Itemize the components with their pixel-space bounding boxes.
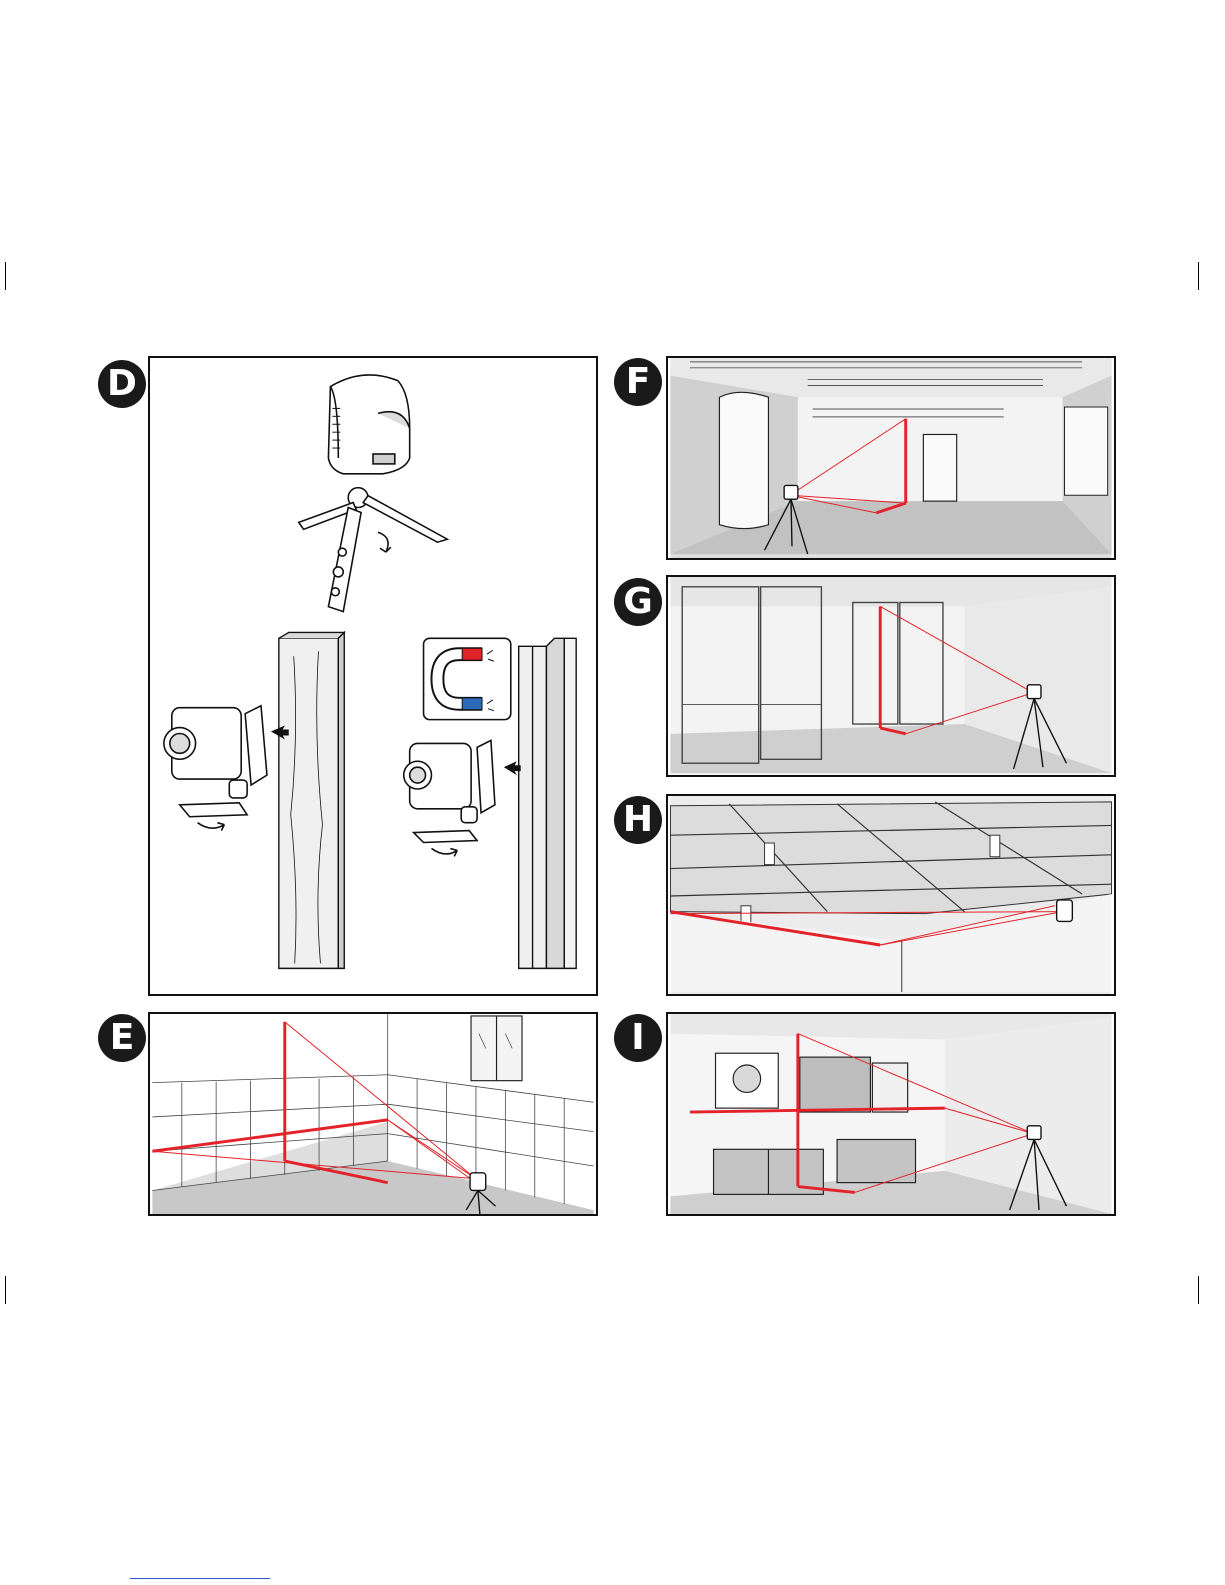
figure-e-illustration — [150, 1014, 596, 1214]
figure-label-f: F — [614, 358, 662, 406]
figure-h-illustration — [668, 796, 1114, 994]
figure-g-partition-walls — [666, 575, 1116, 777]
figure-label-g: G — [614, 578, 662, 626]
footer-link-underline[interactable] — [130, 1578, 270, 1579]
metal-profile — [519, 638, 576, 968]
laser-level-device — [328, 375, 409, 474]
figure-e-tiled-room — [148, 1012, 598, 1216]
upper-cabinets — [800, 1057, 908, 1112]
figure-i-illustration — [668, 1014, 1114, 1214]
door — [923, 434, 956, 501]
figure-label-d: D — [98, 360, 146, 408]
figure-label-e: E — [98, 1014, 146, 1062]
figure-g-illustration — [668, 577, 1114, 775]
figure-label-h: H — [614, 796, 662, 844]
crop-mark-right-bottom — [1198, 1276, 1199, 1304]
crop-mark-left-top — [5, 262, 6, 290]
laser-on-bracket-right — [404, 740, 495, 856]
figure-f-illustration — [668, 358, 1114, 558]
figure-h-suspended-ceiling — [666, 794, 1116, 996]
figure-d-illustration — [150, 358, 596, 994]
wall-picture — [716, 1053, 779, 1108]
mini-tripod — [299, 488, 448, 612]
figure-f-basement-room — [666, 356, 1116, 560]
laser-on-bracket-left — [164, 706, 267, 831]
laser-device-h — [1057, 900, 1073, 922]
window — [471, 1016, 522, 1081]
figure-i-kitchen-cabinets — [666, 1012, 1116, 1216]
wooden-post — [279, 632, 344, 968]
magnet-icon — [424, 638, 511, 719]
figure-label-i: I — [614, 1014, 662, 1062]
figure-d-mounting — [148, 356, 598, 996]
column — [719, 392, 768, 528]
crop-mark-right-top — [1198, 262, 1199, 290]
crop-mark-left-bottom — [5, 1276, 6, 1304]
